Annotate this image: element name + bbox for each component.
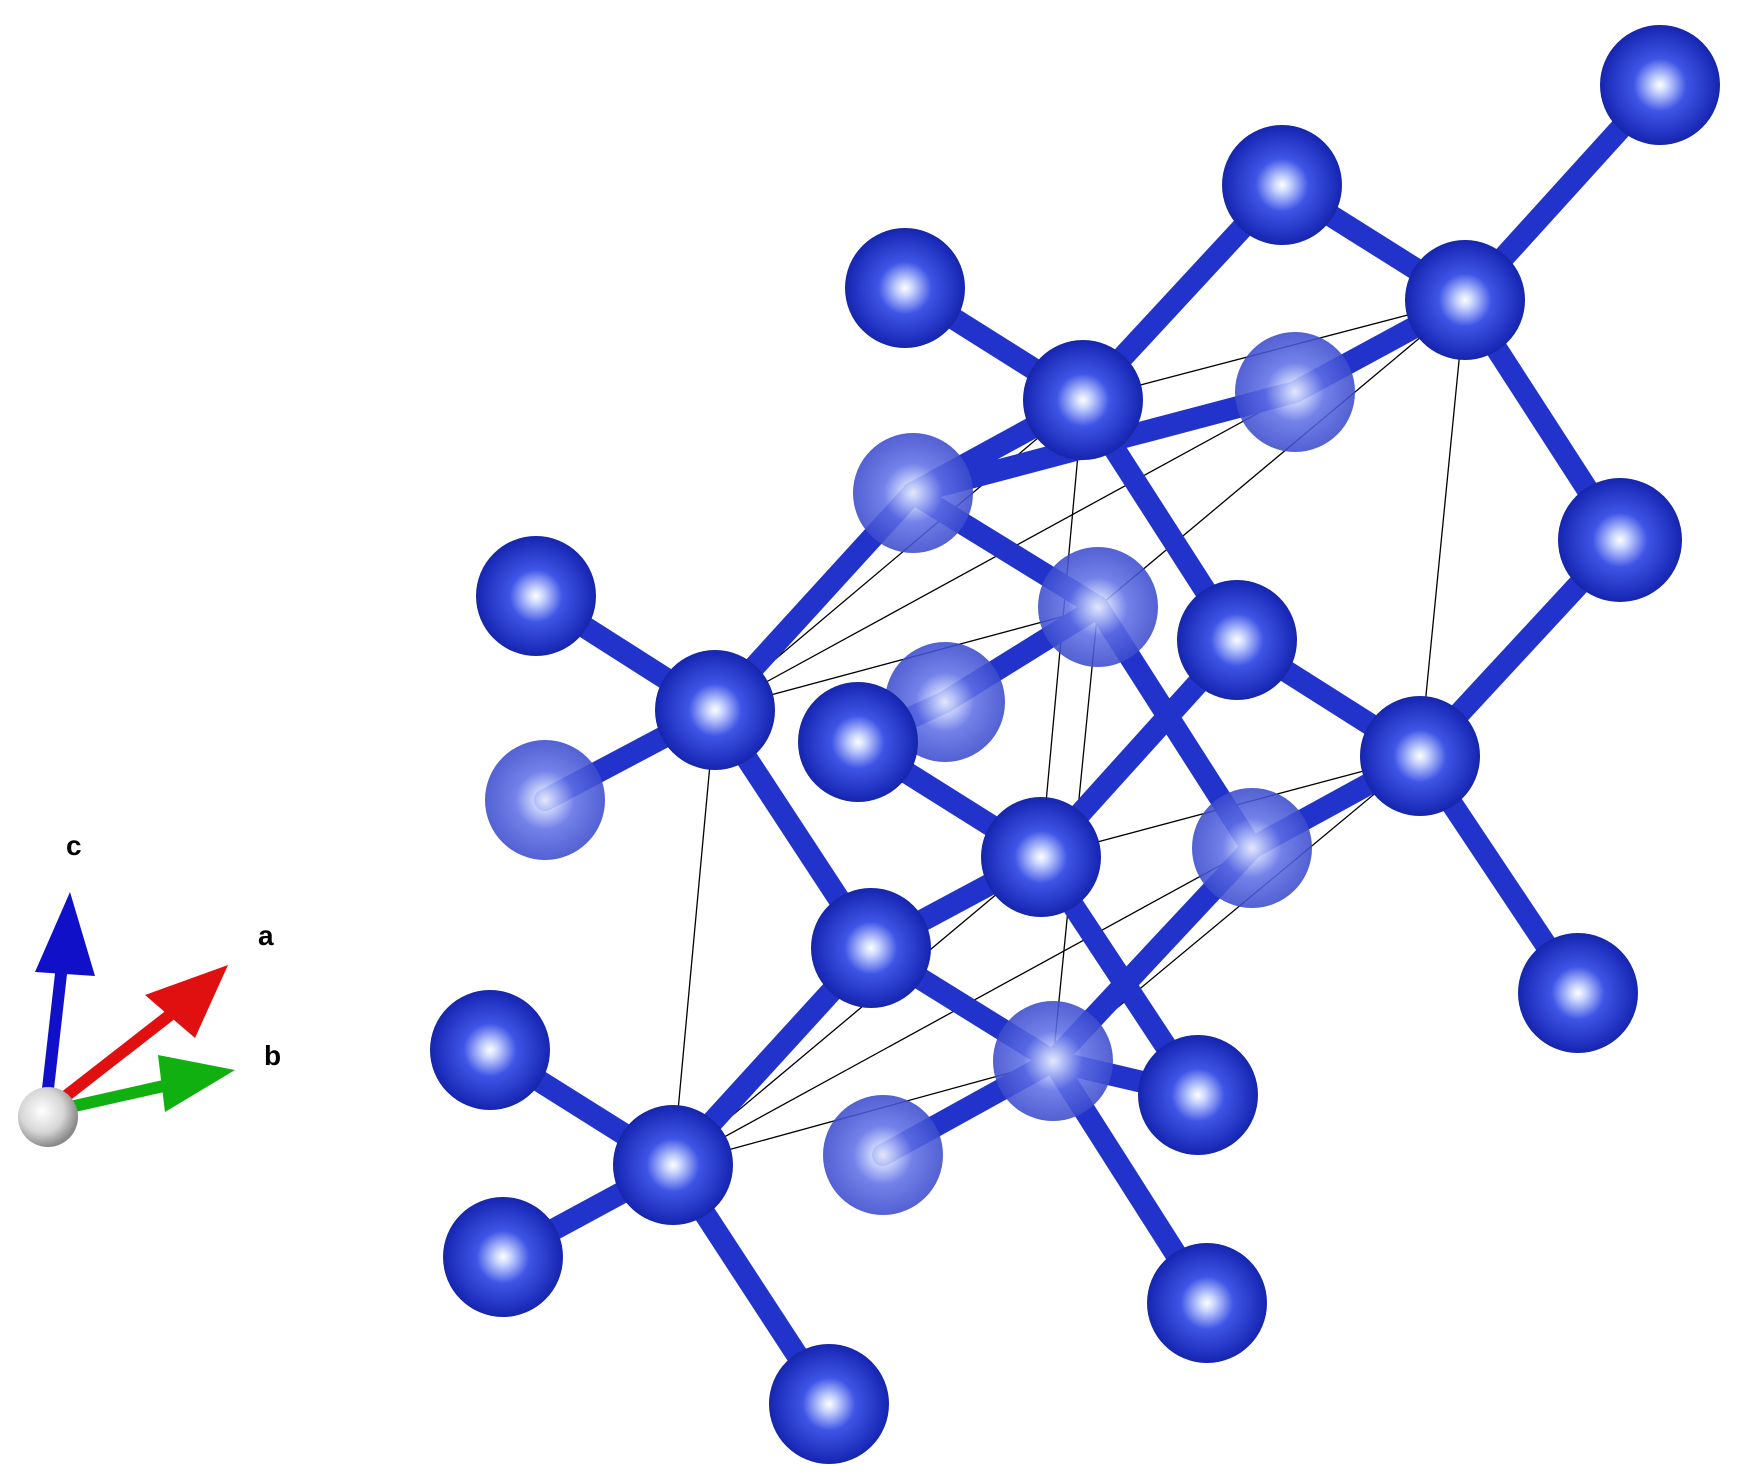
atom-sphere[interactable] [853,433,973,553]
atom-sphere[interactable] [1222,125,1342,245]
atom-sphere[interactable] [1147,1243,1267,1363]
atom-sphere[interactable] [655,650,775,770]
atom-sphere[interactable] [993,1001,1113,1121]
atoms[interactable] [430,25,1720,1464]
atom-sphere[interactable] [1177,580,1297,700]
atom-sphere[interactable] [823,1095,943,1215]
atom-sphere[interactable] [485,740,605,860]
atom-sphere[interactable] [476,536,596,656]
atom-sphere[interactable] [1038,547,1158,667]
atom-sphere[interactable] [1023,340,1143,460]
b-axis-arrowhead [158,1055,235,1112]
a-axis-label: a [258,920,274,951]
atom-sphere[interactable] [798,682,918,802]
atom-sphere[interactable] [845,228,965,348]
b-axis-label: b [264,1040,281,1071]
atom-sphere[interactable] [981,797,1101,917]
a-axis-shaft [44,1010,174,1115]
c-axis-label: c [66,830,82,861]
cell-edge [1097,299,1466,608]
atom-sphere[interactable] [430,990,550,1110]
atom-sphere[interactable] [1600,25,1720,145]
atom-sphere[interactable] [769,1344,889,1464]
atom-sphere[interactable] [1518,933,1638,1053]
origin-sphere [18,1087,78,1147]
atom-sphere[interactable] [1360,696,1480,816]
cell-edge [672,709,716,1166]
cell-edge [1419,299,1466,757]
a-axis-arrowhead [145,965,228,1038]
axes-indicator: c a b [18,830,281,1147]
atom-sphere[interactable] [1405,240,1525,360]
atom-sphere[interactable] [1138,1035,1258,1155]
atom-sphere[interactable] [1192,788,1312,908]
atom-sphere[interactable] [1235,332,1355,452]
atom-sphere[interactable] [613,1105,733,1225]
atom-sphere[interactable] [811,888,931,1008]
atom-sphere[interactable] [443,1197,563,1317]
c-axis-arrowhead [35,892,95,976]
atom-sphere[interactable] [1558,478,1682,602]
